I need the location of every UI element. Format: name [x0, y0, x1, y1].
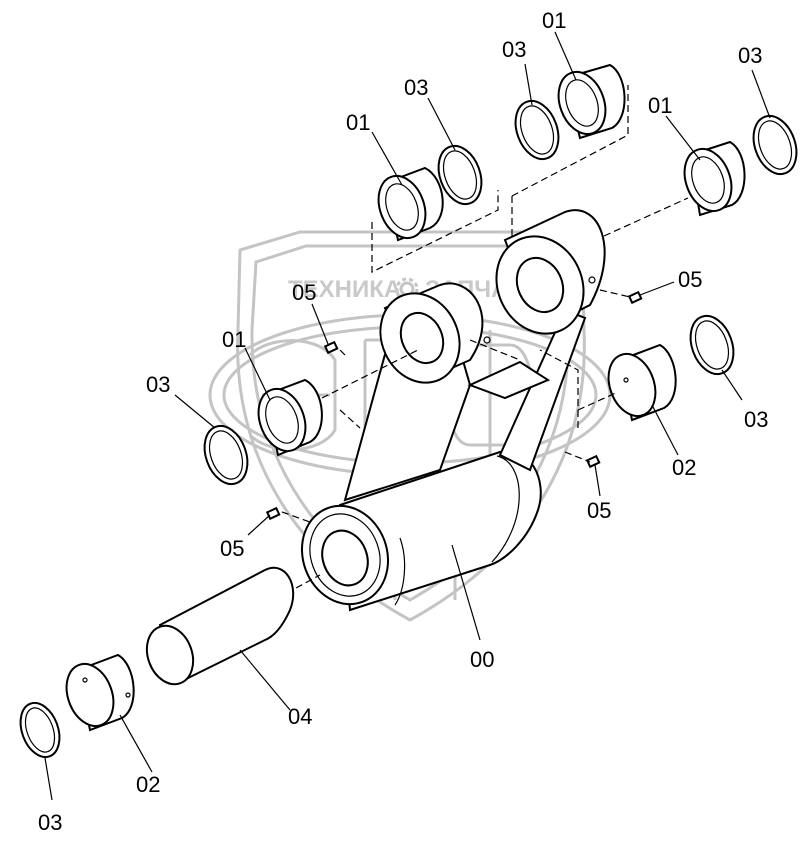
bushing-01-top-mid — [557, 63, 626, 140]
bushing-01-left — [257, 378, 323, 457]
grease-fitting-05-right — [627, 290, 643, 305]
seal-ring-03-top-mid — [514, 99, 560, 161]
arm-body — [300, 209, 606, 612]
callout-03-top-left: 03 — [404, 75, 428, 100]
seal-ring-03-right — [689, 314, 735, 376]
callout-05-upper-left: 05 — [292, 280, 316, 305]
leader-lines — [44, 31, 771, 801]
callout-01-top-mid: 01 — [542, 8, 566, 33]
grease-fitting-05-lower-left — [265, 506, 281, 521]
callout-01-left: 01 — [222, 327, 246, 352]
callout-03-top-right: 03 — [738, 43, 762, 68]
callout-05-right: 05 — [678, 267, 702, 292]
grease-fitting-05-upper-left — [323, 340, 339, 355]
callout-01-right: 01 — [648, 93, 672, 118]
callout-00-body: 00 — [470, 647, 494, 672]
bushing-02-right — [607, 343, 677, 422]
seal-ring-03-left — [203, 424, 249, 486]
callout-labels: 01 03 03 01 01 03 05 01 05 03 03 02 05 0… — [38, 8, 768, 835]
callout-04-pin: 04 — [288, 704, 312, 729]
bushing-01-top-left — [377, 166, 444, 242]
pin-04 — [145, 566, 295, 686]
callout-03-top-mid: 03 — [502, 37, 526, 62]
callout-01-top-left: 01 — [346, 110, 370, 135]
assembly-lines — [281, 85, 689, 589]
bushing-02-bottom — [65, 653, 135, 732]
callout-03-bottom: 03 — [38, 810, 62, 835]
callout-03-left: 03 — [146, 372, 170, 397]
callout-02-right: 02 — [672, 455, 696, 480]
seal-ring-03-top-left — [437, 144, 483, 206]
callout-05-lower-left: 05 — [220, 536, 244, 561]
seal-ring-03-top-right — [752, 114, 798, 176]
bushing-01-right — [683, 140, 746, 217]
callout-05-lower-right: 05 — [587, 498, 611, 523]
watermark-left-text: ТЕХНИКА — [288, 276, 401, 303]
callout-03-right: 03 — [744, 407, 768, 432]
seal-ring-03-bottom — [19, 701, 61, 759]
callout-02-bottom: 02 — [136, 772, 160, 797]
shield-icon — [236, 230, 586, 622]
grease-fitting-05-lower-right — [585, 454, 601, 469]
